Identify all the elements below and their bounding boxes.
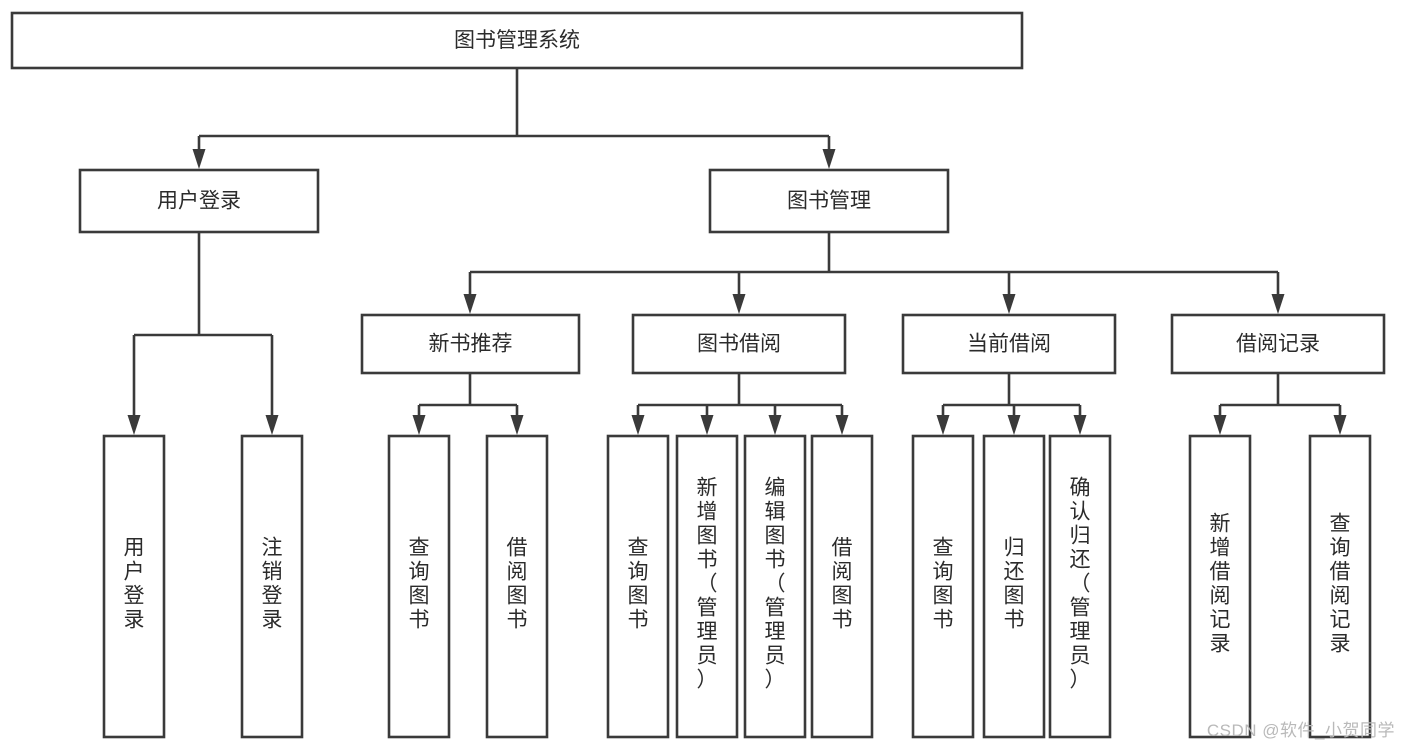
- node-label: 注销登录: [262, 537, 283, 632]
- connector-root: [192, 68, 836, 169]
- node-box[interactable]: [810, 434, 874, 739]
- node-box[interactable]: [1048, 434, 1112, 739]
- connector-layer: [127, 68, 1347, 435]
- arrowhead-icon: [127, 415, 141, 435]
- node-leaf-login-1[interactable]: 用户登录: [102, 434, 166, 739]
- arrowhead-icon: [1213, 415, 1227, 435]
- node-leaf-borrow-2[interactable]: 新增图书（管理员）: [675, 434, 739, 739]
- arrowhead-icon: [1007, 415, 1021, 435]
- arrowhead-icon: [768, 415, 782, 435]
- node-label: 查询图书: [628, 537, 649, 632]
- node-leaf-records-1[interactable]: 新增借阅记录: [1188, 434, 1252, 739]
- arrowhead-icon: [1333, 415, 1347, 435]
- node-layer: 图书管理系统用户登录图书管理新书推荐图书借阅当前借阅借阅记录用户登录注销登录查询…: [10, 11, 1386, 739]
- node-leaf-records-2[interactable]: 查询借阅记录: [1308, 434, 1372, 739]
- node-borrow[interactable]: 图书借阅: [631, 313, 847, 375]
- node-label: 归还图书: [1004, 537, 1025, 632]
- node-leaf-new-2[interactable]: 借阅图书: [485, 434, 549, 739]
- node-label: 新增图书（管理员）: [697, 477, 718, 692]
- arrowhead-icon: [412, 415, 426, 435]
- node-label: 确认归还（管理员）: [1070, 477, 1091, 692]
- node-box[interactable]: [743, 434, 807, 739]
- arrowhead-icon: [835, 415, 849, 435]
- node-box[interactable]: [240, 434, 304, 739]
- node-label: 新增借阅记录: [1210, 513, 1231, 656]
- arrowhead-icon: [1002, 294, 1016, 314]
- node-label: 查询图书: [933, 537, 954, 632]
- connector-records: [1213, 373, 1347, 435]
- connector-current: [936, 373, 1087, 435]
- node-box[interactable]: [982, 434, 1046, 739]
- connector-login: [127, 232, 279, 435]
- node-newbook[interactable]: 新书推荐: [360, 313, 581, 375]
- node-current[interactable]: 当前借阅: [901, 313, 1117, 375]
- arrowhead-icon: [192, 149, 206, 169]
- node-label: 借阅图书: [507, 537, 528, 632]
- node-records[interactable]: 借阅记录: [1170, 313, 1386, 375]
- connector-borrow: [631, 373, 849, 435]
- node-box[interactable]: [606, 434, 670, 739]
- node-label: 查询图书: [409, 537, 430, 632]
- node-label: 用户登录: [124, 537, 145, 632]
- node-login[interactable]: 用户登录: [78, 168, 320, 234]
- node-box[interactable]: [360, 313, 581, 375]
- node-box[interactable]: [1170, 313, 1386, 375]
- arrowhead-icon: [732, 294, 746, 314]
- csdn-watermark: CSDN @软件_小贺同学: [1206, 721, 1395, 740]
- node-label: 编辑图书（管理员）: [765, 477, 786, 692]
- arrowhead-icon: [510, 415, 524, 435]
- node-box[interactable]: [901, 313, 1117, 375]
- node-label: 当前借阅: [967, 333, 1051, 356]
- node-box[interactable]: [675, 434, 739, 739]
- node-box[interactable]: [1308, 434, 1372, 739]
- node-label: 新书推荐: [429, 333, 513, 356]
- arrowhead-icon: [700, 415, 714, 435]
- node-box[interactable]: [485, 434, 549, 739]
- node-label: 图书管理: [787, 190, 871, 213]
- connector-bookmgmt: [463, 232, 1285, 314]
- node-label: 查询借阅记录: [1330, 513, 1351, 656]
- node-bookmgmt[interactable]: 图书管理: [708, 168, 950, 234]
- node-box[interactable]: [911, 434, 975, 739]
- node-root[interactable]: 图书管理系统: [10, 11, 1024, 70]
- node-leaf-borrow-4[interactable]: 借阅图书: [810, 434, 874, 739]
- node-box[interactable]: [102, 434, 166, 739]
- node-box[interactable]: [631, 313, 847, 375]
- node-box[interactable]: [708, 168, 950, 234]
- arrowhead-icon: [631, 415, 645, 435]
- arrowhead-icon: [1073, 415, 1087, 435]
- arrowhead-icon: [1271, 294, 1285, 314]
- node-box[interactable]: [387, 434, 451, 739]
- node-box[interactable]: [78, 168, 320, 234]
- node-box[interactable]: [10, 11, 1024, 70]
- node-leaf-new-1[interactable]: 查询图书: [387, 434, 451, 739]
- node-label: 借阅记录: [1236, 333, 1320, 356]
- node-leaf-login-2[interactable]: 注销登录: [240, 434, 304, 739]
- node-label: 图书借阅: [697, 333, 781, 356]
- node-leaf-borrow-3[interactable]: 编辑图书（管理员）: [743, 434, 807, 739]
- node-leaf-borrow-1[interactable]: 查询图书: [606, 434, 670, 739]
- connector-newbook: [412, 373, 524, 435]
- node-leaf-current-3[interactable]: 确认归还（管理员）: [1048, 434, 1112, 739]
- node-label: 图书管理系统: [454, 29, 580, 52]
- node-box[interactable]: [1188, 434, 1252, 739]
- arrowhead-icon: [265, 415, 279, 435]
- arrowhead-icon: [463, 294, 477, 314]
- arrowhead-icon: [822, 149, 836, 169]
- node-label: 借阅图书: [832, 537, 853, 632]
- node-label: 用户登录: [157, 190, 241, 213]
- arrowhead-icon: [936, 415, 950, 435]
- node-leaf-current-1[interactable]: 查询图书: [911, 434, 975, 739]
- node-leaf-current-2[interactable]: 归还图书: [982, 434, 1046, 739]
